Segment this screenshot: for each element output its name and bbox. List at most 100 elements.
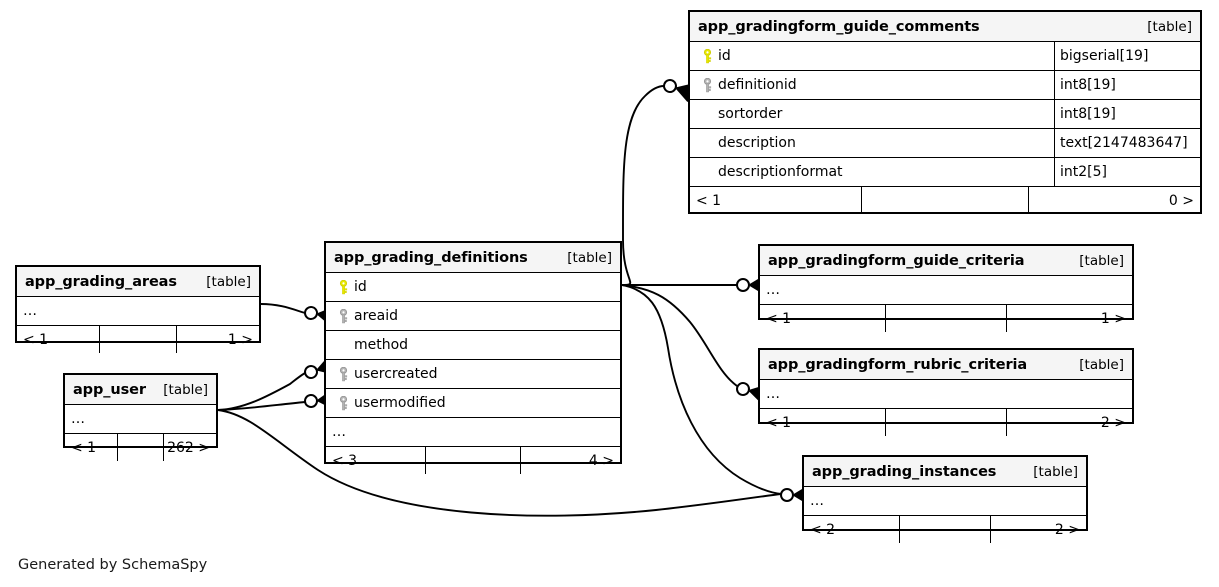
table-columns: … xyxy=(17,297,259,326)
more-columns-ellipsis: … xyxy=(760,276,1132,305)
table-columns: … xyxy=(760,380,1132,409)
footer-middle-cell xyxy=(99,326,176,353)
column-name: usermodified xyxy=(354,395,446,411)
column-name-cell: descriptionformat xyxy=(690,158,1054,186)
table-type-tag: [table] xyxy=(1079,252,1124,269)
more-columns-ellipsis: … xyxy=(804,487,1086,516)
column-name-cell: areaid xyxy=(326,302,620,330)
table-columns: … xyxy=(65,405,216,434)
table-type-tag: [table] xyxy=(1079,356,1124,373)
column-name-cell: id xyxy=(690,42,1054,70)
footer-middle-cell xyxy=(861,187,1027,214)
column-row[interactable]: usermodified xyxy=(326,389,620,418)
column-name: areaid xyxy=(354,308,398,324)
outgoing-relations-count: 2 > xyxy=(1005,409,1132,436)
table-app_grading_definitions[interactable]: app_grading_definitions [table] id areaid me… xyxy=(324,241,622,474)
column-row[interactable]: sortorder int8[19] xyxy=(690,100,1200,129)
edge-areas-to-definitions xyxy=(260,303,306,314)
table-name[interactable]: app_grading_definitions xyxy=(334,249,528,266)
column-type: int2[5] xyxy=(1054,158,1200,186)
table-app_gradingform_guide_criteria[interactable]: app_gradingform_guide_criteria[table]…< … xyxy=(758,244,1134,332)
incoming-relations-count: < 1 xyxy=(766,310,792,327)
footer-middle-cell xyxy=(899,516,989,543)
column-name-cell: id xyxy=(326,273,620,301)
column-row[interactable]: method xyxy=(326,331,620,360)
edge-definitions-to-guide-comments xyxy=(621,85,665,286)
table-header: app_gradingform_guide_criteria [table] xyxy=(760,246,1132,276)
incoming-relations-count: < 3 xyxy=(332,452,358,469)
foreign-key-icon xyxy=(332,395,354,411)
column-name: id xyxy=(354,279,367,295)
table-header: app_grading_definitions [table] xyxy=(326,243,620,273)
table-columns: … xyxy=(804,487,1086,516)
column-name-cell: sortorder xyxy=(690,100,1054,128)
more-columns-ellipsis: … xyxy=(65,405,216,434)
column-type: bigserial[19] xyxy=(1054,42,1200,70)
column-row[interactable]: id xyxy=(326,273,620,302)
column-name: sortorder xyxy=(718,106,783,122)
footer-middle-cell xyxy=(885,305,1005,332)
foreign-key-icon xyxy=(332,308,354,324)
foreign-key-icon xyxy=(332,366,354,382)
column-row[interactable]: definitionid int8[19] xyxy=(690,71,1200,100)
table-name[interactable]: app_user xyxy=(73,381,146,398)
table-type-tag: [table] xyxy=(567,249,612,266)
column-name-cell: usermodified xyxy=(326,389,620,417)
incoming-relations-count: < 1 xyxy=(766,414,792,431)
table-name[interactable]: app_gradingform_guide_comments xyxy=(698,18,980,35)
table-type-tag: [table] xyxy=(1147,18,1192,35)
footer-middle-cell xyxy=(116,434,164,461)
table-type-tag: [table] xyxy=(163,381,208,398)
column-name: descriptionformat xyxy=(718,164,843,180)
table-name[interactable]: app_grading_areas xyxy=(25,273,177,290)
edge-definitions-to-rubric-criteria xyxy=(621,284,738,387)
table-footer: < 3 4 > xyxy=(326,447,620,474)
column-name: definitionid xyxy=(718,77,797,93)
column-row[interactable]: areaid xyxy=(326,302,620,331)
table-type-tag: [table] xyxy=(206,273,251,290)
primary-key-icon xyxy=(332,279,354,295)
outgoing-relations-count: 1 > xyxy=(176,326,259,353)
primary-key-icon xyxy=(696,48,718,64)
column-name: usercreated xyxy=(354,366,438,382)
outgoing-relations-count: 262 > xyxy=(163,434,216,461)
column-type: text[2147483647] xyxy=(1054,129,1200,157)
column-row[interactable]: description text[2147483647] xyxy=(690,129,1200,158)
table-header: app_gradingform_rubric_criteria [table] xyxy=(760,350,1132,380)
table-name[interactable]: app_gradingform_rubric_criteria xyxy=(768,356,1028,373)
column-row[interactable]: descriptionformat int2[5] xyxy=(690,158,1200,187)
column-name-cell: description xyxy=(690,129,1054,157)
table-app_gradingform_rubric_criteria[interactable]: app_gradingform_rubric_criteria [table] … <… xyxy=(758,348,1134,436)
foreign-key-icon xyxy=(696,77,718,93)
column-name-cell: definitionid xyxy=(690,71,1054,99)
column-name-cell: method xyxy=(326,331,620,359)
table-name[interactable]: app_gradingform_guide_criteria xyxy=(768,252,1025,269)
table-header: app_grading_areas [table] xyxy=(17,267,259,297)
column-name: description xyxy=(718,135,796,151)
table-app_user[interactable]: app_user [table] … < 1 262 > xyxy=(63,373,218,461)
table-header: app_gradingform_guide_comments [table] xyxy=(690,12,1200,42)
table-columns: … xyxy=(760,276,1132,305)
outgoing-relations-count: 4 > xyxy=(519,447,620,474)
column-row[interactable]: usercreated xyxy=(326,360,620,389)
footer-middle-cell xyxy=(425,447,519,474)
column-type: int8[19] xyxy=(1054,71,1200,99)
column-type: int8[19] xyxy=(1054,100,1200,128)
incoming-relations-count: < 1 xyxy=(696,192,722,209)
more-columns-ellipsis: … xyxy=(326,418,620,447)
table-name[interactable]: app_grading_instances xyxy=(812,463,997,480)
outgoing-relations-count: 2 > xyxy=(989,516,1086,543)
incoming-relations-count: < 1 xyxy=(71,439,97,456)
edge-user-to-usercreated xyxy=(217,372,306,411)
edge-user-to-usermodified xyxy=(217,401,306,411)
column-name: method xyxy=(354,337,409,353)
